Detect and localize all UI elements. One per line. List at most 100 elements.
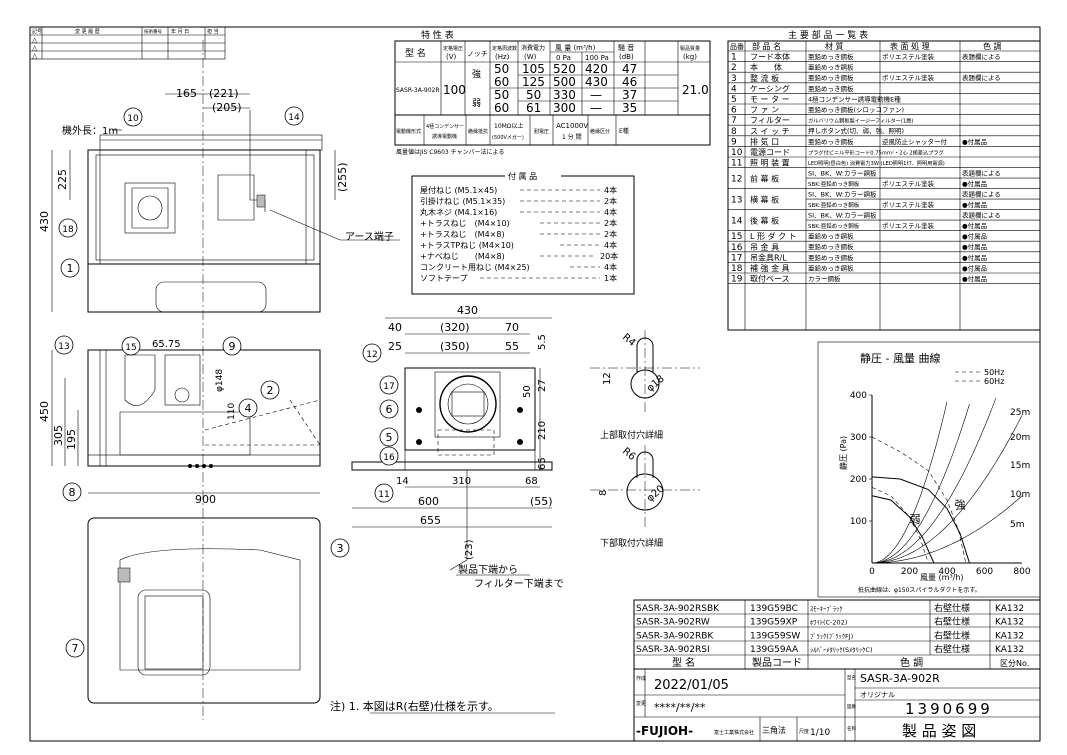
acc-4-name: +トラスねじ (M4×8) — [420, 230, 505, 239]
chart-resistance-label: 15m — [1010, 461, 1030, 471]
chart-curve-label-weak: 弱 — [910, 513, 921, 526]
chart-curve-label-strong: 強 — [955, 498, 966, 511]
acc-5-qty: 4本 — [604, 240, 617, 250]
spec-r0-w: 105 — [522, 62, 545, 76]
callout-number: 17 — [383, 382, 394, 392]
parts-row-color: 表題欄による — [962, 73, 1001, 82]
spec-col-noise-unit: (dB) — [619, 53, 634, 61]
parts-row-color: ●付属品 — [962, 263, 987, 272]
parts-head-4: 色 調 — [983, 41, 1002, 51]
parts-row-no: 7 — [731, 116, 737, 126]
variant-spec: 右壁仕様 — [934, 629, 970, 641]
callout-bubble-13 — [54, 335, 74, 355]
parts-row-name: フード本体 — [750, 52, 790, 62]
parts-table: 主 要 部 品 一 覧 表 品番 部 品 名 材 質 表 面 処 理 色 調 1… — [727, 29, 1041, 331]
callout-number: 5 — [386, 431, 393, 444]
callout-bubble-14 — [284, 106, 304, 126]
parts-row-no: 11 — [731, 159, 742, 169]
acc-8-name: ソフトテープ — [420, 274, 468, 283]
parts-row-color: 表題欄による — [962, 169, 1001, 178]
parts-row-name: 吊 金 具 — [750, 242, 779, 252]
rev-head-0: 記号 — [32, 28, 42, 35]
spec-col-noise: 騒 音 — [618, 43, 634, 52]
spec-col-model: 型 名 — [405, 47, 426, 59]
filter-label-1: 製品下端から — [458, 563, 518, 576]
acc-6-name: +ナベねじ (M4×8) — [420, 252, 505, 261]
variant-spec: 右壁仕様 — [934, 643, 970, 655]
chart-xtick: 200 — [901, 567, 918, 577]
chart-resistance-label: 5m — [1010, 520, 1025, 530]
spec-r3-q0: 300 — [553, 101, 576, 115]
chart-xtick: 400 — [938, 567, 955, 577]
tb-scale: 1/10 — [810, 728, 830, 738]
callout-bubble-15 — [121, 336, 141, 356]
parts-row-material: 亜鉛めっき鋼板 — [808, 253, 854, 262]
parts-row-name: ケーシング — [750, 83, 790, 93]
cord-length: 機外長：1m — [62, 124, 118, 137]
dim-225: 225 — [56, 169, 69, 190]
parts-row-material: SI、BK、W:カラー鋼板 — [808, 190, 877, 199]
parts-row-no: 6 — [731, 106, 737, 116]
spec-r2-w: 50 — [526, 88, 541, 102]
variant-spec: 右壁仕様 — [934, 602, 970, 614]
spec-note: 風量値はJIS C9603 チャンバー法による — [396, 148, 504, 156]
spec-r2-db: 37 — [622, 88, 637, 102]
parts-row-material: LED照明(昼白色) 消費電力3W (LED照明1灯、照明用電源) — [808, 159, 945, 167]
callout-number: 14 — [288, 113, 300, 123]
spec-motor-value-1: 4極コンデンサー — [426, 123, 464, 130]
chart-note: 抵抗曲線は、φ150スパイラルダクトを示す。 — [858, 586, 981, 594]
dim-6575: 65.75 — [152, 339, 181, 350]
spec-class-label: 絶縁区分 — [590, 128, 610, 135]
bottom-view — [87, 517, 321, 704]
acc-1-qty: 2本 — [604, 196, 617, 206]
variant-model: SASR-3A-902RBK — [636, 631, 714, 641]
parts-row-name: 本 体 — [750, 62, 782, 72]
spec-col-voltage-unit: (V) — [446, 53, 457, 61]
parts-row-name: モ ー タ ー — [750, 95, 790, 104]
chart-resistance-curve — [872, 495, 1023, 564]
parts-row-surface: ポリエステル塗装 — [882, 73, 935, 82]
parts-row-color: ●付属品 — [962, 137, 987, 146]
dim-195: 195 — [65, 429, 78, 450]
callout-number: 8 — [69, 486, 76, 499]
parts-row-material: 亜鉛めっき鋼板 — [808, 242, 854, 251]
parts-row-name: 取付ベース — [750, 274, 790, 284]
spec-class-value: E種 — [619, 127, 629, 135]
variant-code: 139G59SW — [750, 631, 800, 641]
callout-number: 7 — [72, 642, 79, 655]
side-view: 430 40 (320) 70 25 (350) 55 5.5 50 27 21… — [351, 304, 564, 590]
parts-row-no: 15 — [731, 232, 742, 242]
parts-row-color2: ●付属品 — [962, 200, 987, 209]
parts-row-color: ●付属品 — [962, 232, 987, 241]
tb-rev: ****/**/** — [654, 701, 706, 714]
callout-bubble-12 — [362, 343, 382, 363]
spec-motor-value-2: 誘導電動機 — [432, 133, 457, 140]
parts-row-surface2: ポリエステル塗装 — [882, 200, 935, 209]
footnote: 注) 1. 本図はR(右壁)仕様を示す。 — [330, 699, 499, 713]
acc-3-qty: 2本 — [604, 218, 617, 228]
callout-bubble-17 — [379, 375, 399, 395]
parts-row-material: 亜鉛めっき鋼板 — [808, 63, 854, 72]
parts-row-no: 9 — [731, 137, 737, 147]
rev-head-4: 担 当 — [207, 28, 219, 35]
callout-bubble-9 — [222, 336, 242, 356]
variant-footer-color: 色 調 — [900, 656, 923, 669]
legend-50hz: 50Hz — [984, 368, 1004, 377]
callout-bubble-2 — [260, 380, 280, 400]
tb-drawing-name: 製 品 姿 図 — [902, 722, 976, 740]
acc-0-name: 屋付ねじ (M5.1×45) — [420, 185, 497, 195]
callout-number: 12 — [366, 350, 377, 360]
side-dim-600: 600 — [418, 495, 439, 508]
parts-row-material: 押しボタン式(切、弱、強、照明) — [808, 126, 904, 135]
parts-row-color: ●付属品 — [962, 274, 987, 283]
side-dim-310: 310 — [452, 476, 471, 487]
spec-insulation-value-2: (500Vメガー) — [492, 134, 524, 141]
spec-r3-db: 35 — [622, 101, 637, 115]
accessories-box: 付 属 品 屋付ねじ (M5.1×45) 4本 引掛けねじ (M5.1×35) … — [411, 171, 635, 295]
acc-0-qty: 4本 — [604, 185, 617, 195]
chart-xtick: 800 — [1013, 567, 1030, 577]
chart-ytick: 400 — [850, 391, 867, 401]
variant-model: SASR-3A-902RSI — [636, 645, 710, 655]
side-dim-655: 655 — [420, 514, 441, 527]
acc-6-qty: 20本 — [600, 251, 618, 261]
